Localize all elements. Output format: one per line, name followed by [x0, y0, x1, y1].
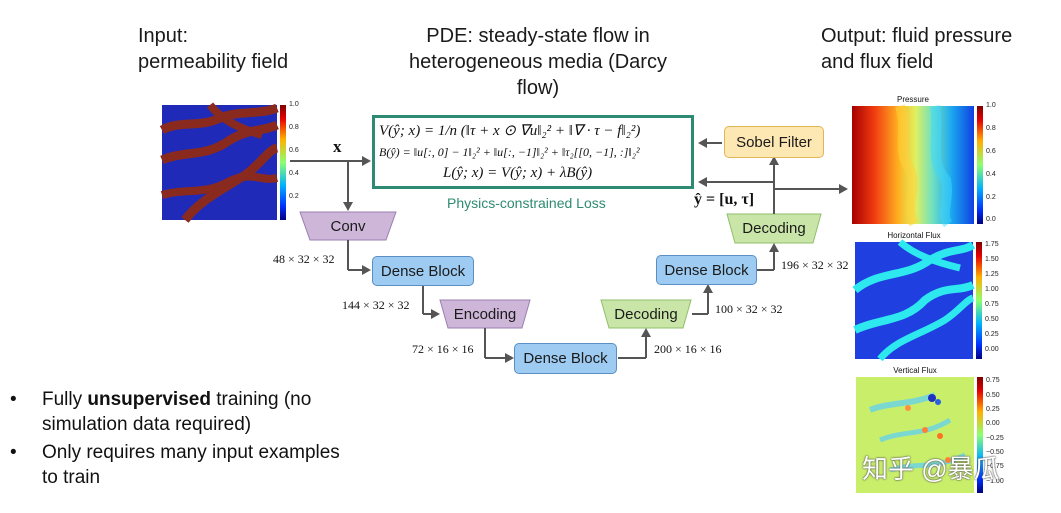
dense-block-2: Dense Block [514, 343, 617, 374]
pressure-tick: 0.0 [986, 216, 996, 223]
output-heading-line2: and flux field [821, 51, 934, 73]
loss-caption: Physics-constrained Loss [447, 195, 606, 211]
input-tick: 0.4 [289, 170, 299, 177]
vertical-flux-title: Vertical Flux [893, 366, 937, 375]
hflux-tick: 0.75 [985, 301, 999, 308]
vflux-tick: −0.25 [986, 435, 1004, 442]
bullet-1-post: training (no [210, 389, 312, 410]
bullet-1-line2: simulation data required) [42, 414, 252, 435]
pressure-tick: 0.8 [986, 125, 996, 132]
pressure-tick: 1.0 [986, 102, 996, 109]
hflux-tick: 1.25 [985, 271, 999, 278]
hflux-tick: 0.00 [985, 346, 999, 353]
dim-label: 144 × 32 × 32 [342, 298, 410, 312]
input-tick: 0.6 [289, 147, 299, 154]
vflux-tick: −0.50 [986, 449, 1004, 456]
hflux-tick: 1.75 [985, 241, 999, 248]
horizontal-flux-colorbar [976, 242, 982, 359]
bullet-marker: • [10, 442, 17, 463]
output-heading: Output: fluid pressure and flux field [821, 23, 1012, 75]
vflux-tick: −1.00 [986, 478, 1004, 485]
decoding-label-2: Decoding [742, 220, 806, 237]
sobel-filter: Sobel Filter [724, 126, 824, 158]
permeability-field-map [159, 102, 279, 223]
pde-heading-line2: heterogeneous media (Darcy [409, 51, 667, 73]
horizontal-flux-map [852, 239, 976, 362]
bullet-1-bold: unsupervised [87, 389, 211, 410]
residual-equation: V(ŷ; x) = 1/n (‖τ + x ⊙ ∇u‖₂² + ‖∇ · τ −… [379, 123, 641, 139]
total-loss-equation: L(ŷ; x) = V(ŷ; x) + λB(ŷ) [443, 165, 593, 181]
pressure-tick: 0.2 [986, 194, 996, 201]
dim-label: 48 × 32 × 32 [273, 252, 335, 266]
bullet-2: Only requires many input examples to tra… [42, 440, 340, 490]
hflux-tick: 0.50 [985, 316, 999, 323]
dim-label: 200 × 16 × 16 [654, 342, 722, 356]
hflux-tick: 1.00 [985, 286, 999, 293]
vflux-tick: 0.75 [986, 377, 1000, 384]
input-heading-line2: permeability field [138, 51, 289, 73]
input-tick: 0.2 [289, 193, 299, 200]
bullet-1: Fully unsupervised training (no simulati… [42, 387, 311, 437]
pde-heading: PDE: steady-state flow in heterogeneous … [380, 23, 696, 101]
pressure-title: Pressure [896, 95, 929, 104]
dense-block-1: Dense Block [372, 256, 474, 286]
pressure-colorbar [977, 106, 983, 224]
hflux-tick: 1.50 [985, 256, 999, 263]
input-tick: 1.0 [289, 101, 299, 108]
decoding-label-1: Decoding [614, 305, 678, 323]
pde-heading-line1: PDE: steady-state flow in [426, 25, 650, 47]
x-label: x [333, 137, 342, 156]
input-colorbar [280, 105, 286, 220]
output-heading-line1: Output: fluid pressure [821, 25, 1013, 47]
input-heading-line1: Input: [138, 25, 189, 47]
vflux-tick: 0.25 [986, 406, 1000, 413]
vflux-tick: 0.50 [986, 392, 1000, 399]
input-tick: 0.8 [289, 124, 299, 131]
pressure-tick: 0.6 [986, 148, 996, 155]
bullet-1-pre: Fully [42, 389, 88, 410]
watermark: 知乎 @暴瓜 [862, 454, 1000, 484]
vflux-tick: 0.00 [986, 420, 1000, 427]
pressure-tick: 0.4 [986, 171, 996, 178]
encoding-label: Encoding [453, 305, 517, 323]
physics-loss-box: V(ŷ; x) = 1/n (‖τ + x ⊙ ∇u‖₂² + ‖∇ · τ −… [372, 115, 694, 189]
bullet-2-line2: to train [42, 467, 101, 488]
pde-heading-line3: flow) [516, 77, 560, 99]
boundary-equation: B(ŷ) = ‖u[:, 0] − 1‖₂² + ‖u[:, −1]‖₂² + … [379, 145, 640, 159]
input-heading: Input: permeability field [138, 23, 288, 75]
vflux-tick: −0.75 [986, 463, 1004, 470]
conv-label: Conv [330, 217, 366, 235]
dim-label: 100 × 32 × 32 [715, 302, 783, 316]
bullet-2-line1: Only requires many input examples [42, 442, 340, 463]
dense-block-3: Dense Block [656, 255, 757, 285]
yhat-label: ŷ = [u, τ] [694, 191, 755, 208]
pressure-map [852, 104, 974, 228]
hflux-tick: 0.25 [985, 331, 999, 338]
bullet-marker: • [10, 389, 17, 410]
dim-label: 196 × 32 × 32 [781, 258, 849, 272]
horizontal-flux-title: Horizontal Flux [887, 231, 941, 240]
dim-label: 72 × 16 × 16 [412, 342, 474, 356]
